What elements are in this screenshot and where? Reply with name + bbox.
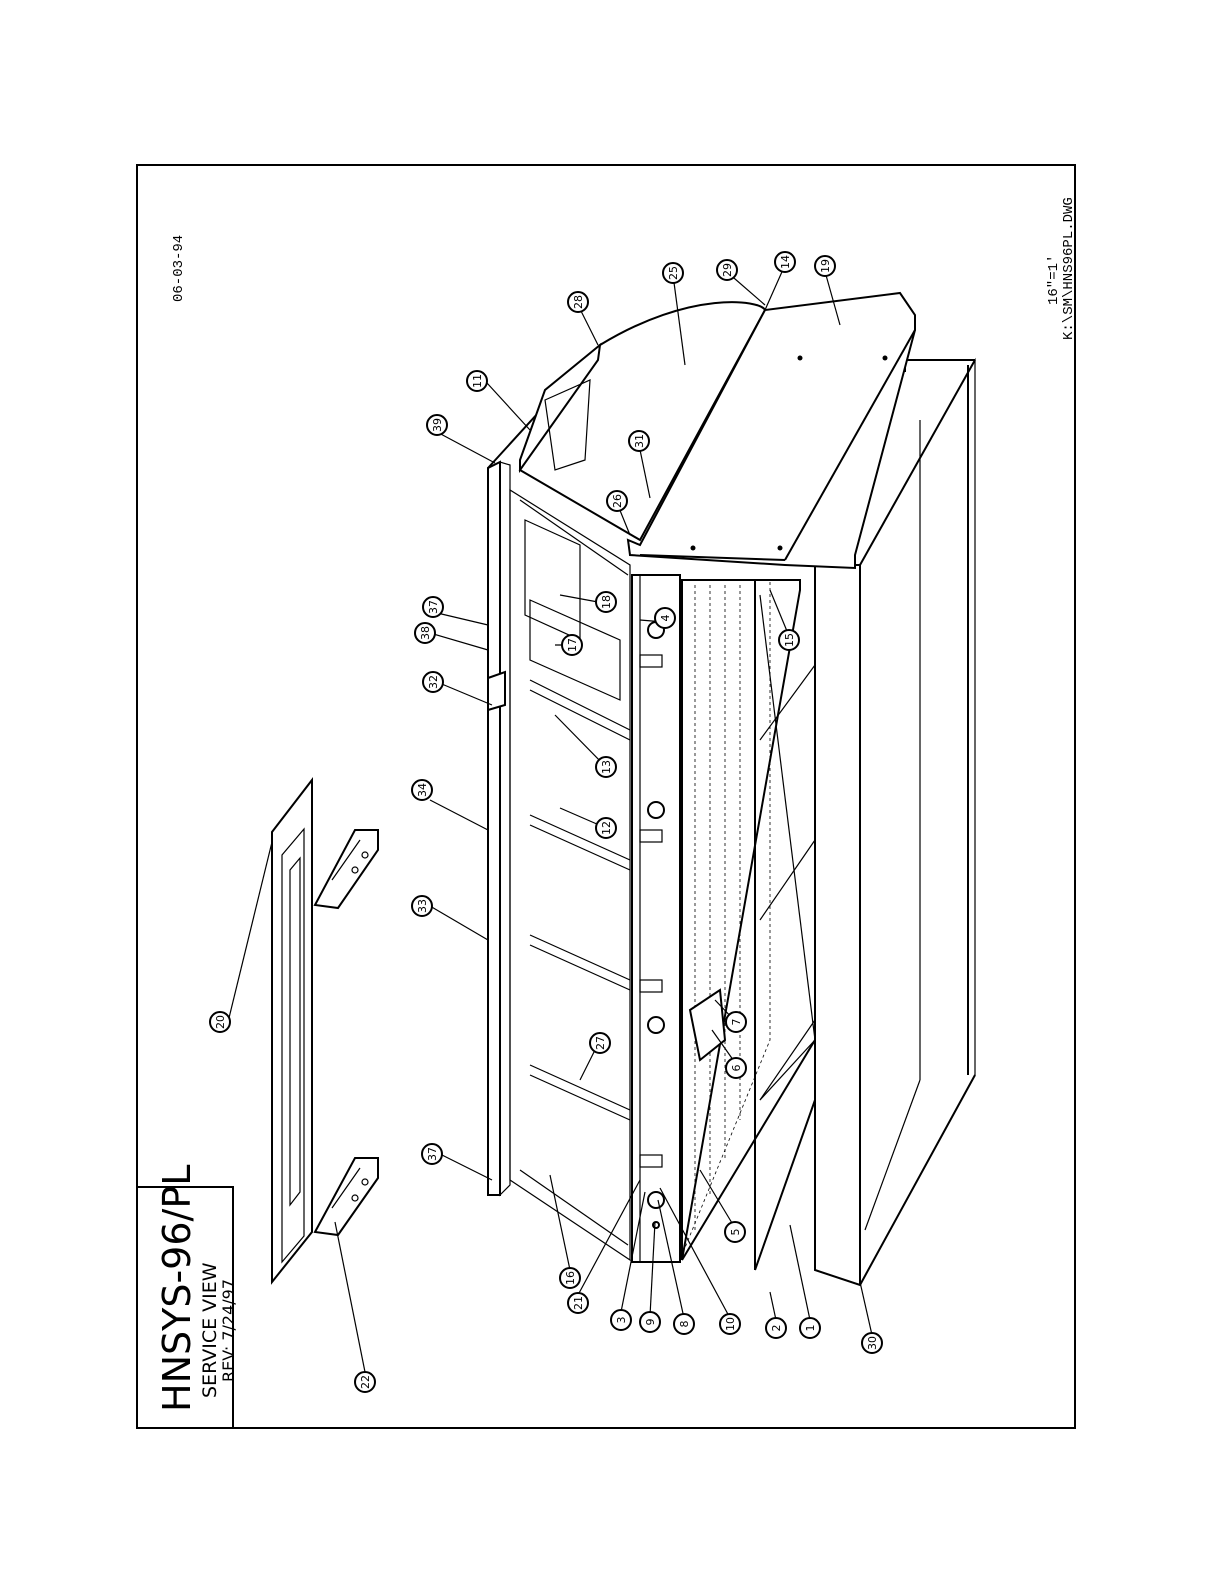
callout-balloon: 12 [596,818,616,838]
scale-label: 16"=1' [1046,255,1062,305]
base-front [815,565,860,1285]
callout-balloon: 10 [720,1314,740,1334]
bracket-lower [315,1158,378,1235]
callout-balloon: 18 [596,592,616,612]
callout-balloon: 30 [862,1333,882,1353]
callout-balloon: 17 [562,635,582,655]
svg-text:1: 1 [804,1325,817,1332]
svg-text:17: 17 [566,638,579,652]
callout-balloon: 28 [568,292,588,312]
svg-text:13: 13 [600,760,613,774]
svg-text:29: 29 [721,263,734,277]
svg-text:10: 10 [724,1317,737,1331]
callout-balloon: 34 [412,780,432,800]
svg-text:12: 12 [600,821,613,835]
svg-text:26: 26 [611,494,624,508]
svg-text:2: 2 [770,1325,783,1332]
svg-text:28: 28 [572,295,585,309]
callout-balloon: 13 [596,757,616,777]
callout-balloon: 29 [717,260,737,280]
callout-balloon: 37 [423,597,443,617]
svg-text:8: 8 [678,1321,691,1328]
svg-text:19: 19 [819,259,832,273]
svg-text:14: 14 [779,255,792,269]
svg-text:39: 39 [431,418,444,432]
drawing-date: 06-03-94 [171,235,187,302]
svg-text:3: 3 [615,1317,628,1324]
svg-text:9: 9 [644,1319,657,1326]
callout-balloon: 19 [815,256,835,276]
control-rail [632,575,680,1262]
callout-balloon: 16 [560,1268,580,1288]
svg-text:31: 31 [633,434,646,448]
svg-text:21: 21 [572,1296,585,1310]
svg-text:25: 25 [667,266,680,280]
svg-text:22: 22 [359,1375,372,1389]
callout-balloon: 11 [467,371,487,391]
svg-text:16: 16 [564,1271,577,1285]
svg-text:15: 15 [783,633,796,647]
case-assembly [488,293,975,1285]
callout-balloon: 3 [611,1310,631,1330]
callout-balloon: 6 [726,1058,746,1078]
svg-text:37: 37 [427,600,440,614]
svg-text:30: 30 [866,1336,879,1350]
callout-balloon: 5 [725,1222,745,1242]
bracket-upper [315,830,378,908]
svg-text:33: 33 [416,899,429,913]
callout-balloon: 25 [663,263,683,283]
callout-balloon: 21 [568,1293,588,1313]
svg-text:7: 7 [730,1019,743,1026]
svg-text:37: 37 [426,1147,439,1161]
callout-balloon: 31 [629,431,649,451]
svg-text:38: 38 [419,626,432,640]
callout-balloon: 7 [726,1012,746,1032]
title-block-text: HNSYS-96/PL SERVICE VIEW REV: 7/24/97 [155,1165,238,1412]
svg-text:4: 4 [659,615,672,622]
callout-balloon: 4 [655,608,675,628]
callout-balloon: 38 [415,623,435,643]
svg-text:32: 32 [427,675,440,689]
callout-balloon: 9 [640,1312,660,1332]
callout-balloon: 2 [766,1318,786,1338]
svg-text:6: 6 [730,1065,743,1072]
canopy-frame-front [488,462,500,1195]
well-surface [682,580,800,1260]
svg-text:5: 5 [729,1229,742,1236]
callout-balloon: 15 [779,630,799,650]
svg-text:34: 34 [416,783,429,797]
svg-text:20: 20 [214,1015,227,1029]
callout-balloon: 37 [422,1144,442,1164]
base-side [860,360,975,1285]
callout-balloon: 33 [412,896,432,916]
callout-balloon: 8 [674,1314,694,1334]
revision-label: REV: 7/24/97 [219,1279,238,1382]
top-panel-part [272,780,312,1282]
view-title: SERVICE VIEW [199,1262,221,1398]
callout-balloon: 1 [800,1318,820,1338]
svg-text:11: 11 [471,374,484,388]
svg-text:18: 18 [600,595,613,609]
callout-balloon: 27 [590,1033,610,1053]
model-title: HNSYS-96/PL [155,1165,199,1412]
callout-balloon: 39 [427,415,447,435]
file-path-label: K:\SM\HNS96PL.DWG [1061,197,1077,340]
callout-balloon: 26 [607,491,627,511]
callout-balloon: 14 [775,252,795,272]
callout-balloon: 20 [210,1012,230,1032]
callout-balloon: 32 [423,672,443,692]
callout-balloon: 22 [355,1372,375,1392]
svg-text:27: 27 [594,1036,607,1050]
